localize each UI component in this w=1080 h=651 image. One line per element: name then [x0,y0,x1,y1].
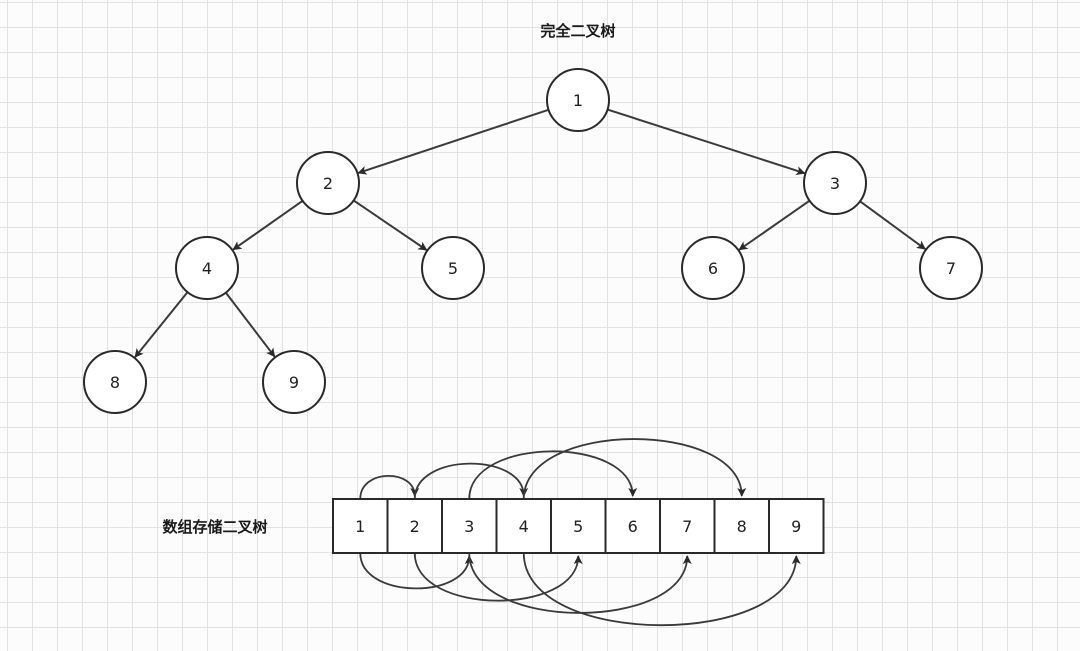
tree-node-3: 3 [803,151,867,215]
array-arc-3-to-7 [468,552,692,614]
tree-node-circle [681,236,745,300]
array-cell-label: 4 [519,517,529,536]
tree-node-circle [175,236,239,300]
array-cell-4: 4 [495,498,552,554]
array-cell-box [768,498,825,554]
array-cells: 1 2 3 4 5 6 7 8 9 [332,498,825,554]
edge-2-to-4 [232,200,304,251]
array-arc-1-to-2 [359,475,420,500]
edge-1-to-2 [357,108,549,175]
tree-node-label: 3 [830,174,840,193]
tree-node-circle [262,350,326,414]
array-child-arcs [359,438,801,627]
array-cell-3: 3 [441,498,498,554]
tree-edges [134,108,926,358]
array-cell-label: 1 [355,517,365,536]
array-arc-2-to-5 [413,552,583,602]
edge-4-to-9 [225,292,276,358]
tree-node-8: 8 [83,350,147,414]
array-cell-box [441,498,498,554]
array-cell-8: 8 [713,498,770,554]
edge-2-to-5 [353,199,428,251]
array-arc-4-to-8 [522,438,747,500]
tree-title: 完全二叉树 [540,22,615,40]
edge-3-to-6 [738,199,811,251]
tree-node-label: 7 [946,259,956,278]
tree-node-label: 9 [289,373,299,392]
tree-node-circle [83,350,147,414]
tree-node-circle [296,151,360,215]
array-cell-label: 5 [573,517,583,536]
array-cell-2: 2 [386,498,443,554]
array-cell-box [659,498,716,554]
tree-node-circle [803,151,867,215]
edge-3-to-7 [859,200,926,250]
array-cell-6: 6 [604,498,661,554]
array-cell-label: 7 [682,517,692,536]
tree-node-label: 2 [323,174,333,193]
array-arc-2-to-4 [413,462,529,500]
tree-node-label: 1 [573,91,583,110]
array-cell-label: 2 [410,517,420,536]
tree-node-circle [546,68,610,132]
array-cell-label: 9 [791,517,801,536]
tree-node-label: 5 [448,259,458,278]
tree-node-9: 9 [262,350,326,414]
tree-node-label: 8 [110,373,120,392]
tree-node-5: 5 [421,236,485,300]
array-cell-box [332,498,389,554]
tree-node-circle [919,236,983,300]
edge-1-to-3 [607,108,806,175]
array-arc-4-to-9 [522,552,801,627]
array-cell-5: 5 [550,498,607,554]
tree-node-2: 2 [296,151,360,215]
array-arc-3-to-6 [468,450,638,500]
tree-node-1: 1 [546,68,610,132]
array-cell-label: 3 [464,517,474,536]
array-cell-label: 8 [737,517,747,536]
array-title: 数组存储二叉树 [162,518,267,536]
array-cell-box [550,498,607,554]
array-cell-label: 6 [628,517,638,536]
tree-node-7: 7 [919,236,983,300]
tree-node-4: 4 [175,236,239,300]
tree-nodes: 1 2 3 4 5 6 7 8 9 [83,68,983,414]
tree-node-circle [421,236,485,300]
array-cell-box [495,498,552,554]
array-cell-1: 1 [332,498,389,554]
edge-4-to-8 [134,291,189,358]
array-cell-9: 9 [768,498,825,554]
tree-node-label: 4 [202,259,212,278]
tree-node-label: 6 [708,259,718,278]
array-cell-7: 7 [659,498,716,554]
array-arc-1-to-3 [359,552,474,590]
tree-node-6: 6 [681,236,745,300]
